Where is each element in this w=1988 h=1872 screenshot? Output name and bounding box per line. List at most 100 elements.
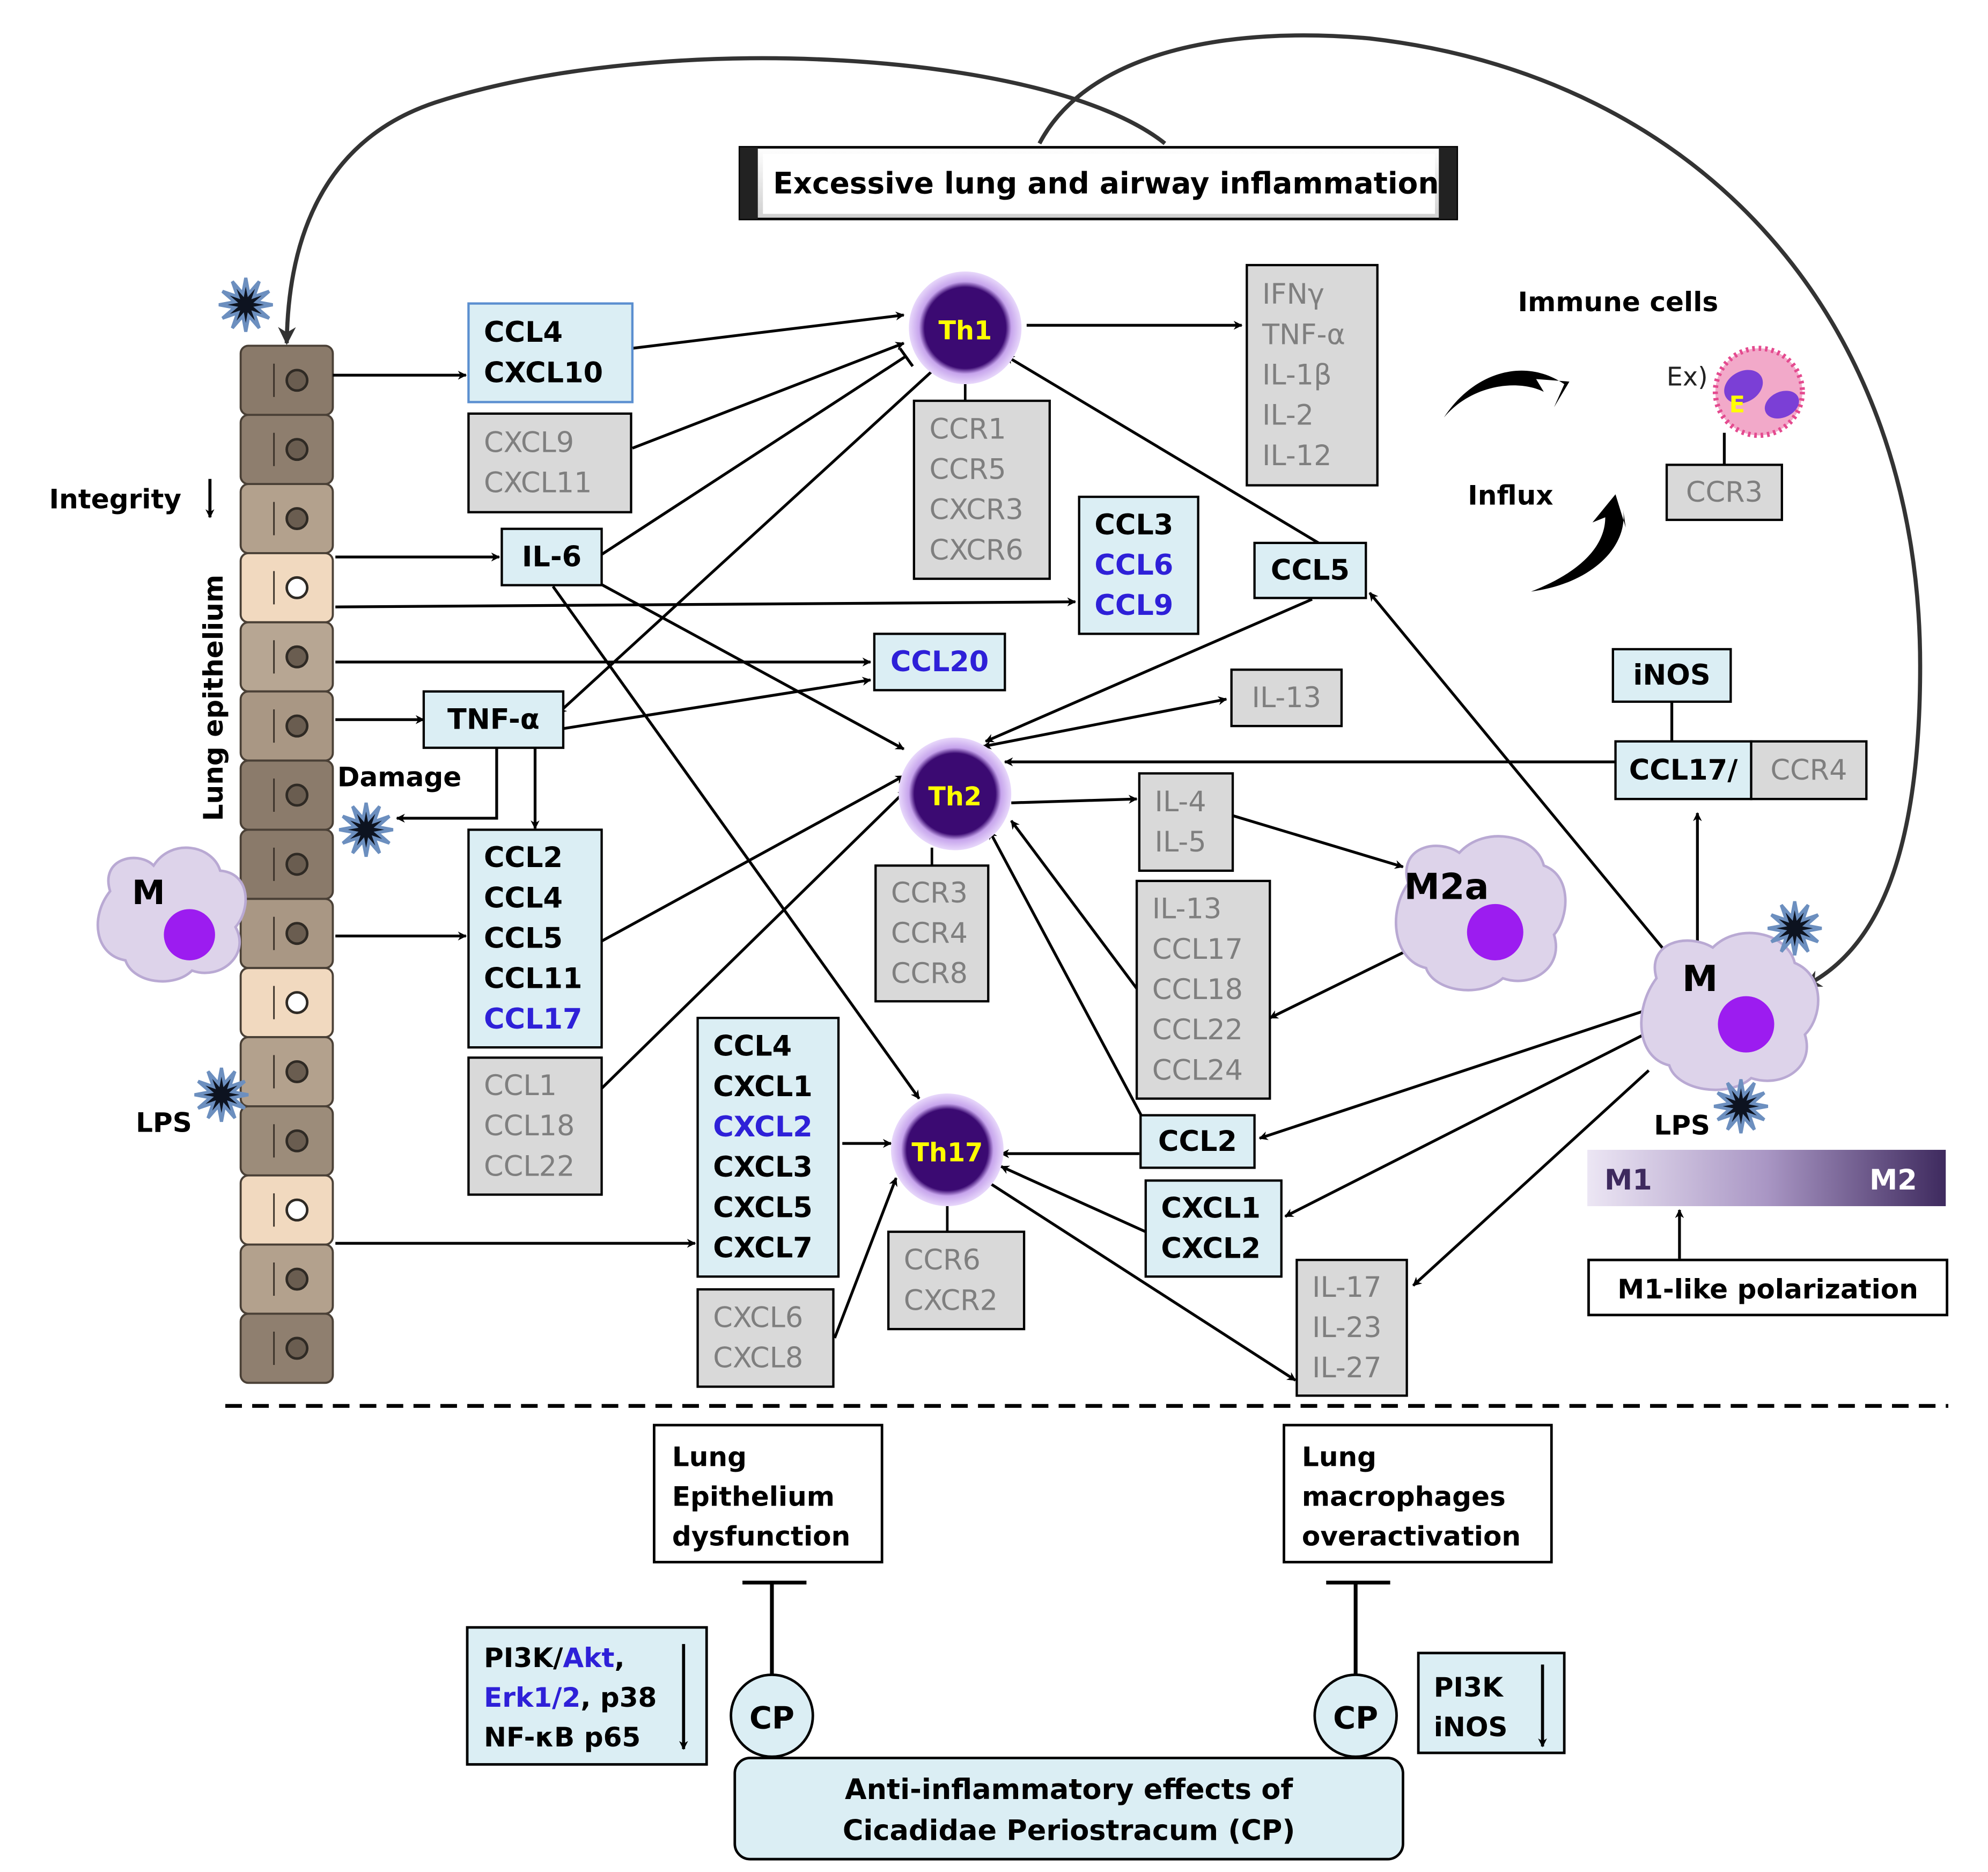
epithelial-nucleus [285, 783, 309, 807]
example-label: Ex) [1667, 362, 1708, 392]
box-item: CXCL8 [713, 1342, 803, 1375]
box-item: IL-5 [1154, 826, 1206, 858]
box-item: CCL2 [484, 841, 563, 874]
pathway-line-3: NF-κB p65 [484, 1721, 640, 1753]
box-item: CCL20 [890, 645, 989, 678]
box-item: CCL5 [484, 922, 563, 955]
box-item: CXCL2 [713, 1111, 813, 1143]
box-item: CCR4 [1770, 754, 1847, 787]
box-tnfa: TNF-α [422, 690, 565, 749]
box-item: CCL22 [484, 1150, 575, 1183]
lps-star-icon [1713, 1079, 1769, 1134]
box-item: CCL2 [1158, 1125, 1237, 1158]
box-item: CCL11 [484, 963, 583, 995]
th1-cell: Th1 [909, 271, 1022, 384]
pathways-left-box: PI3K/Akt, Erk1/2, p38 NF-κB p65 [466, 1626, 708, 1766]
m1-polarization-caption: M1-like polarization [1617, 1273, 1918, 1305]
polarization-m1: M1 [1604, 1164, 1652, 1196]
epithelial-nucleus [285, 1267, 309, 1291]
box-item: CXCL2 [1161, 1232, 1261, 1265]
anti-inflammatory-line-1: Anti-inflammatory effects of [845, 1773, 1293, 1806]
cp-circle-right: CP [1313, 1673, 1398, 1758]
box-item: CCL3 [1094, 509, 1173, 541]
lps-star-icon [1767, 901, 1822, 956]
macrophage-overactivation-box: Lung macrophages overactivation [1283, 1423, 1553, 1563]
epithelium-dysfunction-box: Lung Epithelium dysfunction [653, 1423, 883, 1563]
epithelial-nucleus [285, 714, 309, 738]
box-item: CXCL3 [713, 1151, 813, 1184]
box-item: IL-27 [1312, 1352, 1382, 1384]
box-ccl20: CCL20 [873, 633, 1006, 692]
box-item: TNF-α [1262, 318, 1345, 351]
macrophage-left: M [97, 846, 247, 983]
box-item: CCL5 [1271, 554, 1350, 586]
box-ccr4: CCR4 [1750, 740, 1868, 801]
epithelial-nucleus [285, 1060, 309, 1083]
epithelial-nucleus [285, 922, 309, 945]
m1-polarization-box: M1-like polarization [1587, 1258, 1949, 1317]
lps-stars [194, 277, 1822, 1134]
box-item: CCL18 [484, 1110, 575, 1142]
banner-title: Excessive lung and airway inflammation [773, 166, 1439, 200]
eosinophil-cell: E [1712, 346, 1805, 438]
polarization-m2: M2 [1869, 1164, 1917, 1196]
epithelium-dysfunction-line-2: Epithelium [672, 1480, 835, 1512]
epithelium-dysfunction-line-3: dysfunction [672, 1520, 850, 1552]
box-ccr3-eos: CCR3 [1665, 464, 1783, 522]
box-item: CCR3 [1686, 476, 1763, 509]
pathway-right-line-2: iNOS [1434, 1711, 1508, 1743]
pathways-right-box: PI3K iNOS [1417, 1651, 1566, 1754]
box-ccl17: CCL17/ [1614, 740, 1753, 801]
box-item: CCL4 [484, 882, 563, 914]
macrophage-right: M [1640, 931, 1820, 1091]
integrity-label: Integrity [49, 483, 181, 515]
macrophage-m2a: M2a [1394, 835, 1567, 992]
box-item: CCL18 [1152, 973, 1243, 1006]
box-item: iNOS [1633, 659, 1710, 692]
macrophage-overactivation-line-3: overactivation [1302, 1520, 1521, 1552]
cp-right-label: CP [1333, 1700, 1378, 1736]
box-il6: IL-6 [500, 527, 603, 586]
th1-label: Th1 [938, 316, 992, 346]
box-item: IL-2 [1262, 399, 1314, 432]
box-item: CXCR3 [929, 494, 1023, 526]
pathway-line-1: PI3K/Akt, [484, 1642, 624, 1673]
epithelial-nucleus [285, 853, 309, 876]
epithelial-nucleus [285, 1198, 309, 1222]
box-item: CXCR6 [929, 534, 1023, 567]
box-item: CCL17/ [1629, 754, 1739, 787]
box-item: CCL4 [713, 1030, 792, 1063]
box-il13-top: IL-13 [1230, 668, 1343, 728]
box-item: CCR4 [891, 917, 968, 950]
lung-epithelium-label: Lung epithelium [197, 575, 229, 821]
box-item: CCR3 [891, 877, 968, 909]
epithelial-nucleus [285, 576, 309, 599]
box-ccl2-right: CCL2 [1139, 1114, 1256, 1169]
macrophage-left-label: M [132, 873, 165, 912]
box-item: CCL4 [484, 316, 563, 349]
box-item: CCL17 [484, 1003, 583, 1036]
box-item: CCL24 [1152, 1054, 1243, 1087]
box-item: IL-13 [1152, 893, 1222, 926]
th17-label: Th17 [911, 1138, 983, 1168]
box-item: CXCL1 [713, 1070, 813, 1103]
anti-inflammatory-line-2: Cicadidae Periostracum (CP) [843, 1814, 1295, 1847]
lps-star-icon [338, 802, 394, 857]
box-item: CCR5 [929, 453, 1006, 486]
box-item: CXCL9 [484, 426, 574, 459]
cp-left-label: CP [749, 1700, 794, 1736]
box-item: CCL22 [1152, 1014, 1243, 1046]
epithelium-dysfunction-line-1: Lung [672, 1441, 747, 1472]
macrophage-overactivation-line-2: macrophages [1302, 1480, 1506, 1512]
epithelial-nucleus [285, 1337, 309, 1360]
macrophage-overactivation-line-1: Lung [1302, 1441, 1376, 1472]
